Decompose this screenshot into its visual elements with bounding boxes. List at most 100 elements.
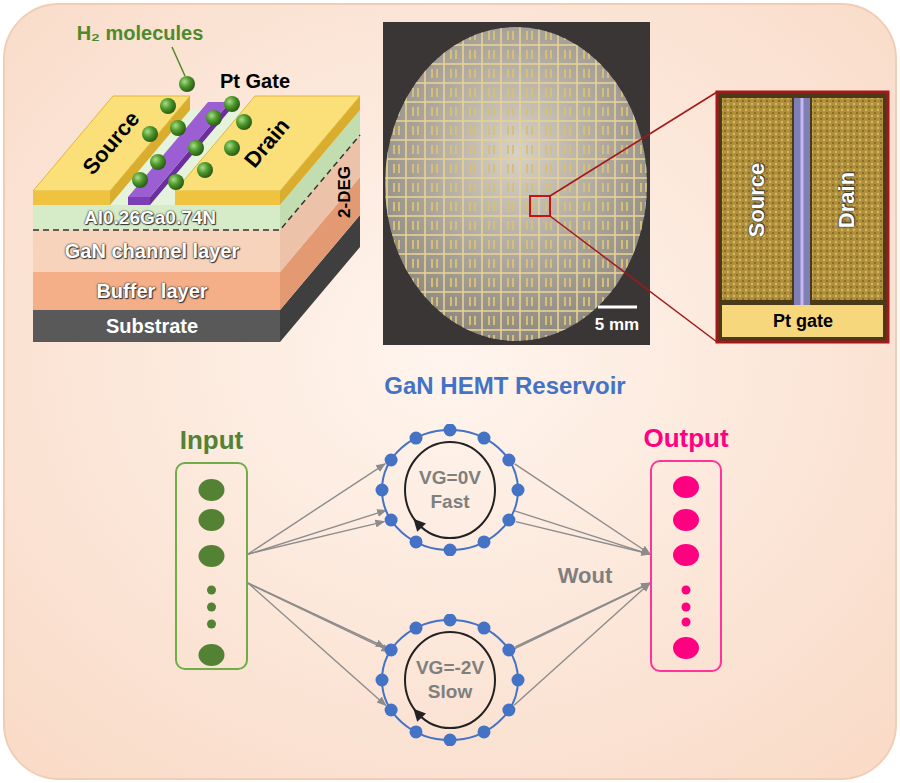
scale-bar bbox=[598, 306, 637, 309]
reservoir-ring bbox=[382, 430, 518, 550]
node-heading: Output bbox=[620, 424, 752, 454]
neuron-dot bbox=[682, 618, 691, 627]
leader-line bbox=[172, 47, 185, 76]
drain-top bbox=[175, 96, 360, 191]
substrate-layer bbox=[33, 310, 280, 342]
signal-arrow bbox=[510, 583, 650, 651]
scale-label: 5 mm bbox=[595, 315, 639, 335]
neuron-dot bbox=[207, 603, 216, 612]
photo-background bbox=[383, 22, 650, 345]
layer-box-outline bbox=[650, 460, 722, 672]
reservoir-node bbox=[512, 674, 525, 687]
reservoir-node bbox=[410, 622, 423, 635]
loop-arrowhead bbox=[413, 709, 426, 722]
recurrence-loop bbox=[405, 442, 495, 538]
reservoir-node bbox=[512, 484, 525, 497]
zoom-background bbox=[717, 92, 888, 342]
reservoir-node bbox=[444, 614, 457, 627]
part-name: Pt Gate bbox=[220, 70, 290, 93]
reservoir-node bbox=[478, 725, 491, 738]
reservoir-outline bbox=[374, 424, 526, 556]
node-heading: Input bbox=[145, 426, 278, 456]
layer-name: Substrate bbox=[106, 315, 198, 338]
h2-sphere bbox=[179, 76, 195, 92]
h2-sphere bbox=[170, 120, 186, 136]
reservoir-text: VG=-2V Slow bbox=[409, 656, 492, 704]
part-name: Drain bbox=[834, 172, 859, 228]
h2-sphere bbox=[224, 96, 240, 112]
reservoir-node bbox=[376, 484, 389, 497]
h2-sphere bbox=[236, 114, 252, 130]
neuron-dots bbox=[177, 464, 246, 668]
part-name: Source bbox=[744, 163, 769, 238]
wafer-dies bbox=[383, 22, 650, 345]
drain-front bbox=[175, 191, 280, 205]
reservoir-node bbox=[502, 704, 515, 717]
neuron-dot bbox=[682, 603, 691, 612]
fan-arrow bbox=[248, 464, 385, 554]
reservoir-node bbox=[478, 432, 491, 445]
layer-name: Buffer layer bbox=[96, 280, 207, 303]
h2-sphere bbox=[224, 140, 240, 156]
reservoir-ellipse: VG=-2V Slow bbox=[374, 614, 526, 746]
neuron-dot bbox=[673, 509, 699, 531]
reservoir-node bbox=[444, 424, 457, 437]
part-name: 2-DEG bbox=[335, 166, 355, 218]
reservoir-node bbox=[385, 454, 398, 467]
neuron-dots bbox=[652, 462, 720, 670]
reservoir-node bbox=[410, 432, 423, 445]
fan-arrow bbox=[514, 583, 650, 705]
layer-name: Al0.26Ga0.74N bbox=[84, 207, 216, 229]
reservoir-node bbox=[385, 704, 398, 717]
fan-arrow bbox=[248, 522, 384, 554]
recurrence-loop bbox=[405, 632, 495, 728]
reservoir-outline bbox=[374, 614, 526, 746]
h2-sphere bbox=[142, 126, 158, 142]
h2-sphere bbox=[160, 98, 176, 114]
reservoir-node bbox=[444, 734, 457, 747]
neuron-dot bbox=[199, 479, 225, 501]
gate-channel bbox=[794, 98, 810, 306]
neuron-dot bbox=[207, 586, 216, 595]
signal-arrow bbox=[248, 510, 386, 554]
source-front bbox=[33, 191, 110, 205]
part-name: Source bbox=[77, 106, 144, 179]
reservoir-node bbox=[502, 454, 515, 467]
zoom-line bbox=[550, 92, 717, 196]
part-name: Drain bbox=[239, 113, 295, 172]
neuron-dot bbox=[207, 620, 216, 629]
molecule-label: H₂ molecules bbox=[77, 22, 204, 45]
neuron-dot bbox=[673, 544, 699, 566]
h2-sphere bbox=[150, 154, 166, 170]
h2-molecules bbox=[132, 76, 252, 190]
gate-finger bbox=[801, 98, 804, 306]
signal-arrow bbox=[248, 583, 390, 651]
zoom-marker bbox=[530, 196, 550, 216]
fan-arrow bbox=[248, 583, 386, 705]
reservoir-node bbox=[410, 725, 423, 738]
reservoir-ring bbox=[382, 620, 518, 740]
h2-sphere bbox=[132, 172, 148, 188]
reservoir-node bbox=[502, 644, 515, 657]
neuron-dot bbox=[673, 637, 699, 659]
fan-arrow bbox=[515, 464, 650, 554]
reservoir-node bbox=[478, 535, 491, 548]
reservoir-text: VG=0V Fast bbox=[413, 466, 488, 514]
reservoir-ellipse: VG=0V Fast bbox=[374, 424, 526, 556]
source-pad bbox=[722, 98, 792, 300]
h2-sphere bbox=[197, 162, 213, 178]
layer-box: Input bbox=[145, 426, 278, 670]
fan-arrow bbox=[516, 522, 650, 554]
barrier-layer bbox=[33, 205, 280, 230]
gate-pad bbox=[722, 305, 883, 337]
reservoir-node bbox=[385, 514, 398, 527]
gate-front bbox=[128, 197, 150, 205]
layer-box-outline bbox=[175, 462, 248, 670]
neuron-dot bbox=[199, 545, 225, 567]
neuron-dot bbox=[673, 476, 699, 498]
part-name: Pt gate bbox=[773, 311, 833, 332]
zoom-line bbox=[550, 216, 717, 342]
reservoir-node bbox=[478, 622, 491, 635]
